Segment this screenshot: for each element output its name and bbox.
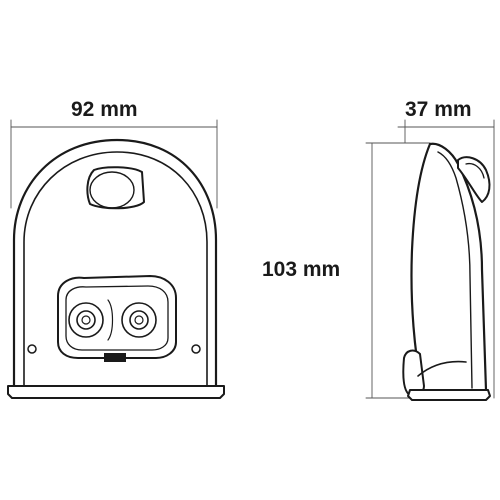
side-base-curve xyxy=(417,360,467,377)
depth-dimension-label: 37 mm xyxy=(405,98,472,121)
front-view xyxy=(7,119,225,399)
side-view xyxy=(365,119,495,401)
width-dimension-line xyxy=(10,119,218,209)
left-connector xyxy=(68,302,104,338)
left-screw-hole xyxy=(27,344,37,354)
height-dimension-label: 103 mm xyxy=(262,258,341,281)
side-sensor-bump xyxy=(457,156,491,203)
right-screw-hole xyxy=(191,344,201,354)
depth-dimension-line xyxy=(397,119,495,399)
sensor-lens xyxy=(86,166,145,210)
connector-tab xyxy=(104,353,126,362)
connector-panel xyxy=(57,275,177,362)
side-base-bottom xyxy=(407,389,491,401)
side-housing-inner xyxy=(437,151,473,389)
right-connector xyxy=(121,302,157,338)
front-base-plate xyxy=(7,385,225,399)
width-dimension-label: 92 mm xyxy=(71,98,138,121)
side-sensor-bump-inner xyxy=(465,162,485,179)
front-housing-inner xyxy=(23,151,208,387)
